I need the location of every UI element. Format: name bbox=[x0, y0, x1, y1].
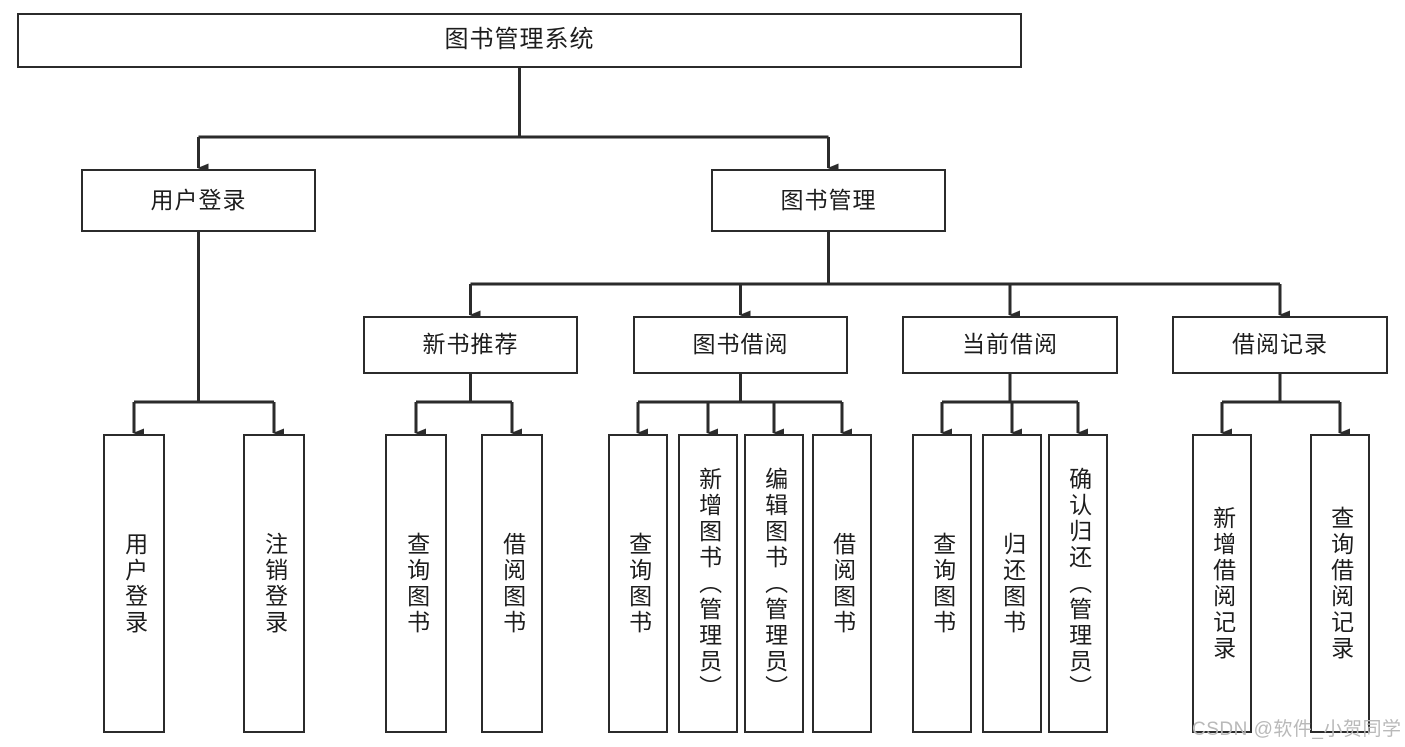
node-borrow-record[interactable]: 借阅记录 bbox=[1172, 316, 1388, 374]
node-label-root: 图书管理系统 bbox=[444, 26, 595, 54]
node-leaf-query-rec[interactable]: 查询借阅记录 bbox=[1310, 434, 1370, 733]
node-label-new-book-rec: 新书推荐 bbox=[422, 331, 519, 358]
node-leaf-return[interactable]: 归还图书 bbox=[982, 434, 1042, 733]
node-leaf-query-2[interactable]: 查询图书 bbox=[608, 434, 668, 733]
node-label-leaf-confirm: 确认归还（管理员） bbox=[1065, 466, 1092, 701]
node-label-user-login: 用户登录 bbox=[150, 186, 247, 213]
node-label-leaf-edit-book: 编辑图书（管理员） bbox=[761, 466, 788, 701]
node-leaf-edit-book[interactable]: 编辑图书（管理员） bbox=[744, 434, 804, 733]
node-label-leaf-query-rec: 查询借阅记录 bbox=[1327, 505, 1354, 662]
node-label-leaf-query-1: 查询图书 bbox=[403, 531, 430, 636]
node-label-leaf-add-book: 新增图书（管理员） bbox=[695, 466, 722, 701]
node-label-current-borrow: 当前借阅 bbox=[962, 331, 1058, 358]
node-leaf-add-book[interactable]: 新增图书（管理员） bbox=[678, 434, 738, 733]
node-label-leaf-return: 归还图书 bbox=[999, 531, 1026, 636]
node-label-leaf-logout: 注销登录 bbox=[261, 531, 288, 636]
node-label-leaf-query-2: 查询图书 bbox=[625, 531, 652, 636]
node-user-login[interactable]: 用户登录 bbox=[81, 169, 316, 232]
node-leaf-query-3[interactable]: 查询图书 bbox=[912, 434, 972, 733]
node-label-leaf-query-3: 查询图书 bbox=[929, 531, 956, 636]
node-leaf-logout[interactable]: 注销登录 bbox=[243, 434, 305, 733]
node-label-book-manage: 图书管理 bbox=[780, 186, 877, 213]
node-book-manage[interactable]: 图书管理 bbox=[711, 169, 946, 232]
node-root[interactable]: 图书管理系统 bbox=[17, 13, 1022, 68]
node-leaf-query-1[interactable]: 查询图书 bbox=[385, 434, 447, 733]
node-book-borrow[interactable]: 图书借阅 bbox=[633, 316, 848, 374]
node-label-leaf-borrow-1: 借阅图书 bbox=[499, 531, 526, 636]
node-label-leaf-borrow-2: 借阅图书 bbox=[829, 531, 856, 636]
node-label-leaf-add-rec: 新增借阅记录 bbox=[1209, 505, 1236, 662]
node-leaf-borrow-2[interactable]: 借阅图书 bbox=[812, 434, 872, 733]
node-leaf-confirm[interactable]: 确认归还（管理员） bbox=[1048, 434, 1108, 733]
node-leaf-user-login[interactable]: 用户登录 bbox=[103, 434, 165, 733]
node-label-borrow-record: 借阅记录 bbox=[1232, 331, 1328, 358]
node-label-leaf-user-login: 用户登录 bbox=[121, 531, 148, 636]
node-current-borrow[interactable]: 当前借阅 bbox=[902, 316, 1118, 374]
node-leaf-add-rec[interactable]: 新增借阅记录 bbox=[1192, 434, 1252, 733]
node-leaf-borrow-1[interactable]: 借阅图书 bbox=[481, 434, 543, 733]
node-new-book-rec[interactable]: 新书推荐 bbox=[363, 316, 578, 374]
node-label-book-borrow: 图书借阅 bbox=[692, 331, 789, 358]
